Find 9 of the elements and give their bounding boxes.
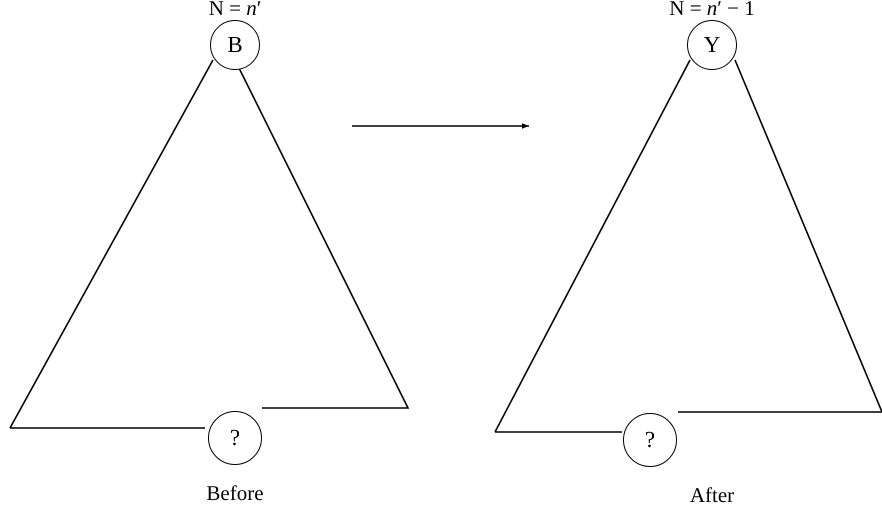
formula-label: N = n′ − 1	[669, 0, 755, 19]
formula-label: N = n′	[208, 0, 262, 19]
tree-node-circle: ?	[623, 413, 677, 467]
caption-label: Before	[206, 482, 264, 504]
tree-node-circle: Y	[687, 20, 737, 70]
tree-node-circle: B	[210, 20, 260, 70]
caption-label: After	[690, 484, 734, 506]
tree-node-circle: ?	[208, 411, 262, 465]
arrow	[352, 123, 529, 129]
